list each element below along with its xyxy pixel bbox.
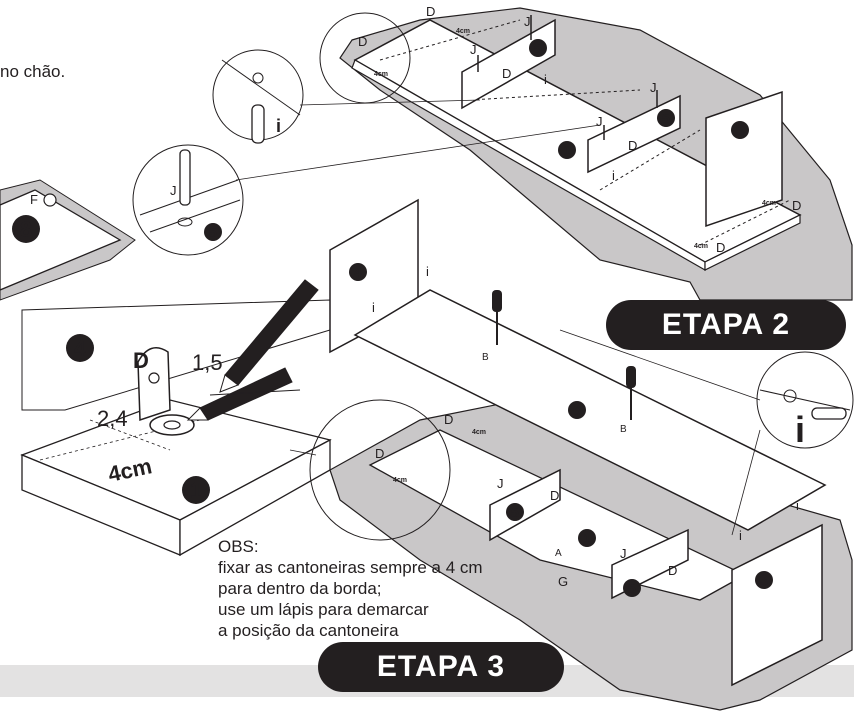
svg-text:D: D (133, 348, 149, 373)
badge-5: 5 (534, 40, 542, 56)
badge-4: 4 (74, 336, 87, 361)
svg-text:B: B (620, 424, 627, 435)
svg-text:J: J (596, 114, 603, 129)
obs-line: use um lápis para demarcar (218, 600, 429, 619)
svg-text:J: J (620, 546, 627, 561)
obs-line: fixar as cantoneiras sempre a 4 cm (218, 558, 483, 577)
svg-text:A: A (555, 548, 562, 559)
svg-text:5: 5 (209, 224, 217, 240)
svg-text:D: D (375, 446, 384, 461)
svg-text:4cm: 4cm (393, 477, 407, 484)
svg-text:D: D (444, 412, 453, 427)
svg-text:D: D (792, 198, 801, 213)
panel-3-etapa3 (731, 523, 823, 687)
measure-2-4: 2,4 (97, 406, 128, 431)
svg-text:G: G (558, 574, 568, 589)
measure-1-5: 1,5 (192, 350, 223, 375)
svg-text:4cm: 4cm (456, 28, 470, 35)
svg-text:1: 1 (583, 530, 591, 546)
obs-note: OBS: fixar as cantoneiras sempre a 4 cm … (218, 536, 483, 641)
svg-text:i: i (372, 300, 375, 315)
svg-text:D: D (668, 563, 677, 578)
panel-8 (0, 189, 122, 291)
svg-text:i: i (796, 498, 799, 513)
svg-text:J: J (497, 476, 504, 491)
screwdriver-icon (626, 366, 636, 420)
screwdriver-icon (492, 290, 502, 345)
svg-text:3: 3 (736, 122, 744, 138)
pencil-icon (219, 279, 319, 393)
svg-text:5: 5 (662, 110, 670, 126)
wood-dowel-icon (251, 104, 265, 144)
svg-text:i: i (739, 528, 742, 543)
svg-text:4: 4 (354, 264, 362, 280)
svg-text:6: 6 (573, 402, 581, 418)
cam-dowel-icon (811, 407, 847, 420)
svg-text:D: D (502, 66, 511, 81)
etapa-3-label: ETAPA 3 (318, 642, 564, 692)
svg-text:5: 5 (628, 580, 636, 596)
panel-5-c (489, 468, 561, 542)
svg-text:1: 1 (563, 142, 571, 158)
svg-text:i: i (426, 264, 429, 279)
svg-text:F: F (30, 192, 38, 207)
svg-text:i: i (612, 168, 615, 183)
svg-text:i: i (276, 116, 281, 136)
hinge-icon (43, 193, 57, 207)
panel-5-b (587, 94, 681, 174)
badge-1: 1 (190, 478, 202, 503)
svg-text:B: B (482, 352, 489, 363)
top-note: no chão. (0, 62, 66, 81)
svg-text:D: D (628, 138, 637, 153)
svg-text:4cm: 4cm (374, 71, 388, 78)
obs-line: para dentro da borda; (218, 579, 382, 598)
etapa-2-label: ETAPA 2 (606, 300, 846, 350)
svg-text:D: D (358, 34, 367, 49)
badge-8: 8 (20, 217, 32, 242)
svg-text:5: 5 (511, 504, 519, 520)
pencil-icon (186, 367, 293, 421)
svg-text:i: i (544, 72, 547, 87)
svg-text:D: D (550, 488, 559, 503)
panel-6 (353, 289, 827, 531)
svg-text:D: D (426, 4, 435, 19)
svg-text:3: 3 (760, 572, 768, 588)
panel-3-etapa2 (705, 90, 783, 228)
svg-text:4cm: 4cm (694, 243, 708, 250)
svg-text:D: D (716, 240, 725, 255)
svg-text:J: J (524, 14, 531, 29)
svg-text:J: J (650, 80, 657, 95)
obs-line: a posição da cantoneira (218, 621, 399, 640)
detail-circle-etapa3 (309, 399, 451, 541)
svg-text:J: J (470, 42, 477, 57)
svg-text:4cm: 4cm (762, 200, 776, 207)
metal-pin-icon (179, 149, 191, 206)
svg-text:J: J (170, 183, 177, 198)
obs-heading: OBS: (218, 537, 259, 556)
corner-bracket-icon (137, 347, 171, 422)
svg-text:4cm: 4cm (472, 429, 486, 436)
svg-text:i: i (795, 409, 805, 450)
